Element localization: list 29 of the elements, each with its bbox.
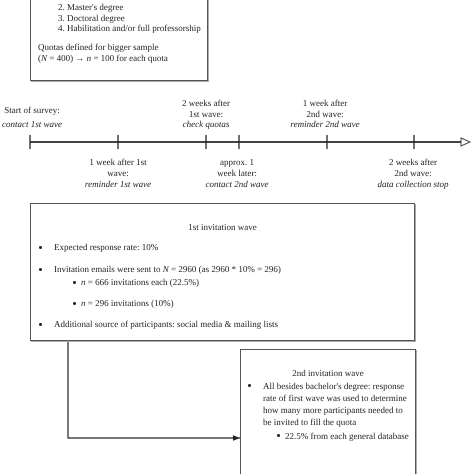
box-heading: 1st invitation wave [187,222,258,232]
arrow [67,341,240,441]
time-label: 1 week after 1st wave: [89,157,147,178]
bullet-text: n = 296 invitations (10%) [81,298,175,308]
time-label: 2 weeks after 2nd wave: [388,157,438,178]
text-box [30,0,208,81]
event-label: contact 2nd wave [204,179,270,190]
time-label: approx. 1 week later: [216,157,258,178]
bullet-text: All besides bachelor's degree: response rate of first wave was used to determine how many more participants needed to be invited to fill the quota [263,380,408,428]
text-box [30,203,415,341]
time-label: 1 week after 2nd wave: [302,98,348,119]
text-box [240,349,416,474]
box-text: 3. Doctoral degree [58,12,126,23]
box-text: Quotas defined for bigger sample (N = 400) → n = 100 for each quota [38,42,168,63]
box-heading: 2nd invitation wave [291,368,365,378]
box-text: 4. Habilitation and/or full professorship [58,23,202,34]
bullet-text: Expected response rate: 10% [54,242,160,252]
bullet-text: n = 666 invitations each (22.5%) [81,277,200,288]
box-text: 2. Master's degree [58,2,124,12]
event-label: reminder 2nd wave [289,119,361,130]
bullet-text: 22.5% from each general database [285,430,410,442]
event-label: reminder 1st wave [84,179,152,190]
event-label: check quotas [182,119,230,130]
bullet-text: Additional source of participants: social media & mailing lists [54,319,279,330]
bullet-text: Invitation emails were sent to N = 2960 (as 2960 * 10% = 296) [54,264,282,274]
time-label: 2 weeks after 1st wave: [181,98,231,119]
event-label: data collection stop [376,179,450,190]
event-label: contact 1st wave [1,119,63,130]
time-label: Start of survey: [3,105,61,116]
